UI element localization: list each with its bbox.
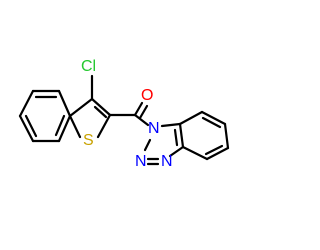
bond bbox=[160, 122, 182, 128]
double-bond-inner bbox=[173, 128, 179, 147]
double-bond-inner bbox=[93, 105, 108, 119]
bond bbox=[178, 110, 204, 126]
atom-label-o: O bbox=[141, 87, 153, 104]
bond-c-n bbox=[133, 113, 150, 127]
bond bbox=[168, 145, 185, 158]
structure-canvas: Cl S O N N N bbox=[18, 58, 230, 170]
atom-label-n1: N bbox=[148, 120, 160, 137]
bond bbox=[178, 122, 185, 149]
bond bbox=[18, 89, 35, 118]
atom-label-s: S bbox=[83, 132, 94, 149]
benzotriazole-ring bbox=[143, 110, 230, 166]
double-bond-c-o bbox=[133, 101, 144, 117]
bond bbox=[18, 114, 35, 143]
double-bond-inner bbox=[204, 144, 224, 156]
bond bbox=[143, 138, 152, 152]
bond bbox=[223, 122, 230, 150]
carbonyl-group bbox=[108, 101, 150, 127]
atom-label-cl: Cl bbox=[81, 58, 96, 75]
double-bond-inner bbox=[24, 114, 38, 138]
bond bbox=[181, 145, 209, 161]
double-bond-c-o bbox=[138, 104, 149, 120]
benzothiophene-benzene-ring bbox=[18, 89, 72, 143]
bond bbox=[205, 146, 230, 161]
bond bbox=[57, 89, 72, 118]
double-bond-inner bbox=[201, 116, 222, 129]
bond bbox=[57, 114, 72, 143]
bond bbox=[96, 113, 112, 139]
bond bbox=[68, 114, 82, 139]
atom-label-n3: N bbox=[161, 153, 173, 170]
thiophene-ring bbox=[68, 74, 112, 139]
bond bbox=[200, 110, 227, 126]
double-bond-inner bbox=[54, 114, 66, 137]
molecule-structure: Cl S O N N N bbox=[18, 58, 230, 170]
bond bbox=[68, 97, 94, 118]
bond bbox=[90, 97, 112, 117]
atom-label-n2: N bbox=[135, 153, 147, 170]
